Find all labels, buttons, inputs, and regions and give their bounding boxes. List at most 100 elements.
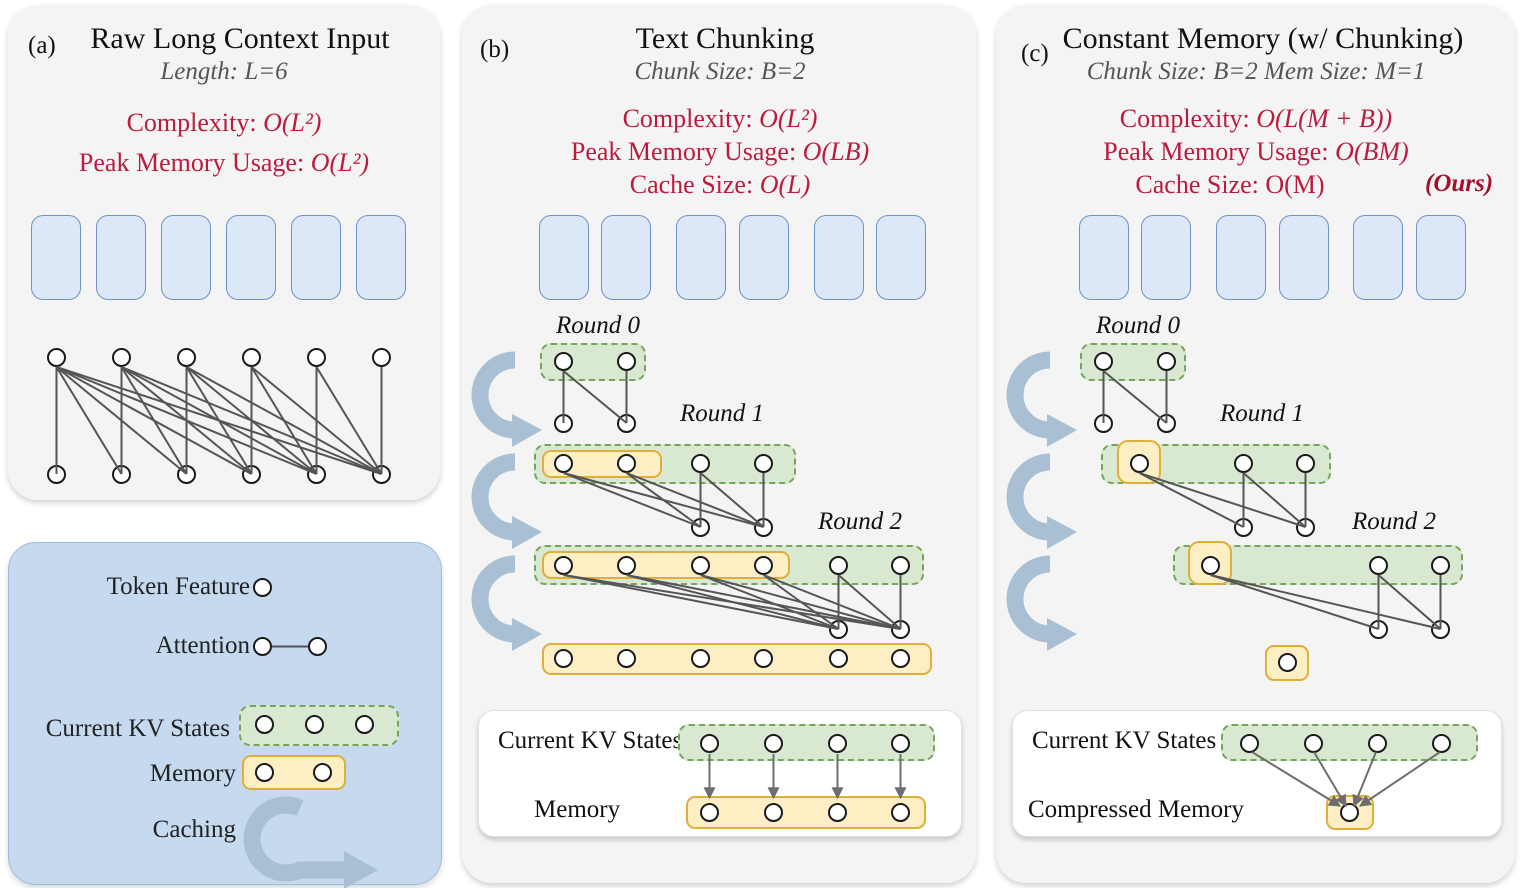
- token-feature-node: [177, 465, 196, 484]
- token-feature-node: [1157, 352, 1176, 371]
- panel-a-metric-0-label: Complexity:: [126, 108, 264, 137]
- token-feature-node: [754, 649, 773, 668]
- token-feature-node: [554, 454, 573, 473]
- subpanel-kv-label: Current KV States: [498, 727, 683, 754]
- panel-b-metric-0: Complexity: O(L²): [472, 104, 968, 134]
- token-feature-node: [891, 734, 910, 753]
- panel-b-metric-1-value: O(LB): [802, 137, 870, 166]
- token-feature-node: [691, 518, 710, 537]
- legend-label-caching: Caching: [152, 816, 236, 843]
- token-feature-node: [112, 465, 131, 484]
- token-feature-node: [1094, 414, 1113, 433]
- panel-c-metric-0-value: O(L(M + B)): [1256, 104, 1393, 133]
- token-feature-node: [891, 556, 910, 575]
- token-box: [1216, 215, 1266, 300]
- panel-c-metric-1-label: Peak Memory Usage:: [1103, 137, 1336, 166]
- token-feature-node: [1304, 734, 1323, 753]
- round-label: Round 0: [1096, 312, 1181, 339]
- panel-c-metric-1: Peak Memory Usage: O(BM): [1006, 137, 1506, 167]
- subpanel-kv-box: [678, 724, 935, 761]
- token-feature-node: [829, 556, 848, 575]
- panel-a-title: Raw Long Context Input: [90, 22, 390, 55]
- token-feature-node: [1296, 454, 1315, 473]
- token-feature-node: [307, 465, 326, 484]
- subpanel-memory-box: [686, 796, 926, 829]
- token-box: [356, 215, 406, 300]
- token-feature-node: [617, 414, 636, 433]
- panel-b-metric-2-value: O(L): [759, 170, 811, 199]
- subpanel-compressed-memory-label: Compressed Memory: [1028, 796, 1244, 823]
- token-feature-node: [307, 348, 326, 367]
- token-feature-node: [691, 454, 710, 473]
- panel-a-metric-1: Peak Memory Usage: O(L²): [24, 148, 424, 178]
- round-label: Round 0: [556, 312, 641, 339]
- panel-c-title: Constant Memory (w/ Chunking): [1062, 22, 1464, 55]
- token-feature-node: [554, 556, 573, 575]
- panel-b-metric-0-value: O(L²): [759, 104, 818, 133]
- token-box: [876, 215, 926, 300]
- panel-a-subtitle: Length: L=6: [160, 58, 288, 85]
- token-feature-node: [1278, 653, 1297, 672]
- token-feature-node: [1130, 454, 1149, 473]
- token-feature-node: [617, 556, 636, 575]
- token-feature-node: [1296, 518, 1315, 537]
- panel-c-tag: (c): [1021, 40, 1049, 67]
- panel-a-metric-1-value: O(L²): [310, 148, 370, 177]
- token-feature-node: [828, 734, 847, 753]
- panel-b-subtitle: Chunk Size: B=2: [634, 58, 806, 85]
- token-box: [1279, 215, 1329, 300]
- panel-b-title: Text Chunking: [635, 22, 815, 55]
- token-feature-node: [828, 803, 847, 822]
- token-feature-node: [1368, 734, 1387, 753]
- token-feature-node: [829, 620, 848, 639]
- token-feature-node: [554, 352, 573, 371]
- token-feature-node: [1234, 518, 1253, 537]
- token-feature-node: [1369, 556, 1388, 575]
- token-feature-node: [355, 715, 374, 734]
- token-feature-node: [764, 803, 783, 822]
- token-feature-node: [554, 414, 573, 433]
- token-feature-node: [764, 734, 783, 753]
- legend-label-attention: Attention: [155, 632, 250, 659]
- panel-c-metric-1-value: O(BM): [1335, 137, 1409, 166]
- token-feature-node: [1340, 803, 1359, 822]
- token-feature-node: [1094, 352, 1113, 371]
- token-box: [161, 215, 211, 300]
- panel-b-metric-2: Cache Size: O(L): [472, 170, 968, 200]
- token-feature-node: [1201, 556, 1220, 575]
- token-box: [226, 215, 276, 300]
- token-feature-node: [1369, 620, 1388, 639]
- token-feature-node: [47, 348, 66, 367]
- token-feature-node: [554, 649, 573, 668]
- round-label: Round 1: [1220, 400, 1305, 427]
- token-feature-node: [617, 454, 636, 473]
- token-feature-node: [829, 649, 848, 668]
- token-feature-node: [1157, 414, 1176, 433]
- panel-c-metric-0: Complexity: O(L(M + B)): [1006, 104, 1506, 134]
- token-box: [1141, 215, 1191, 300]
- token-feature-node: [242, 465, 261, 484]
- token-feature-node: [372, 465, 391, 484]
- token-box: [1416, 215, 1466, 300]
- panel-a-metric-0: Complexity: O(L²): [24, 108, 424, 138]
- token-feature-node: [617, 649, 636, 668]
- token-feature-node: [1431, 556, 1450, 575]
- round-label: Round 2: [1352, 508, 1437, 535]
- token-feature-node: [112, 348, 131, 367]
- attention-edge-icon: [253, 637, 272, 656]
- token-box: [814, 215, 864, 300]
- token-box: [96, 215, 146, 300]
- legend-label-current-kv-states: Current KV States: [45, 715, 230, 742]
- memory-box-round2: [542, 551, 790, 579]
- subpanel-memory-label: Memory: [534, 796, 621, 823]
- token-feature-node: [255, 715, 274, 734]
- panel-c-metric-2-value: O(M): [1265, 170, 1325, 199]
- token-feature-node: [1240, 734, 1259, 753]
- token-box: [601, 215, 651, 300]
- legend-label-token-feature: Token Feature: [106, 573, 250, 600]
- token-node-icon: [253, 578, 272, 597]
- panel-a-metric-0-value: O(L²): [263, 108, 322, 137]
- token-feature-node: [1234, 454, 1253, 473]
- token-feature-node: [891, 620, 910, 639]
- subpanel-kv-label: Current KV States: [1032, 727, 1217, 754]
